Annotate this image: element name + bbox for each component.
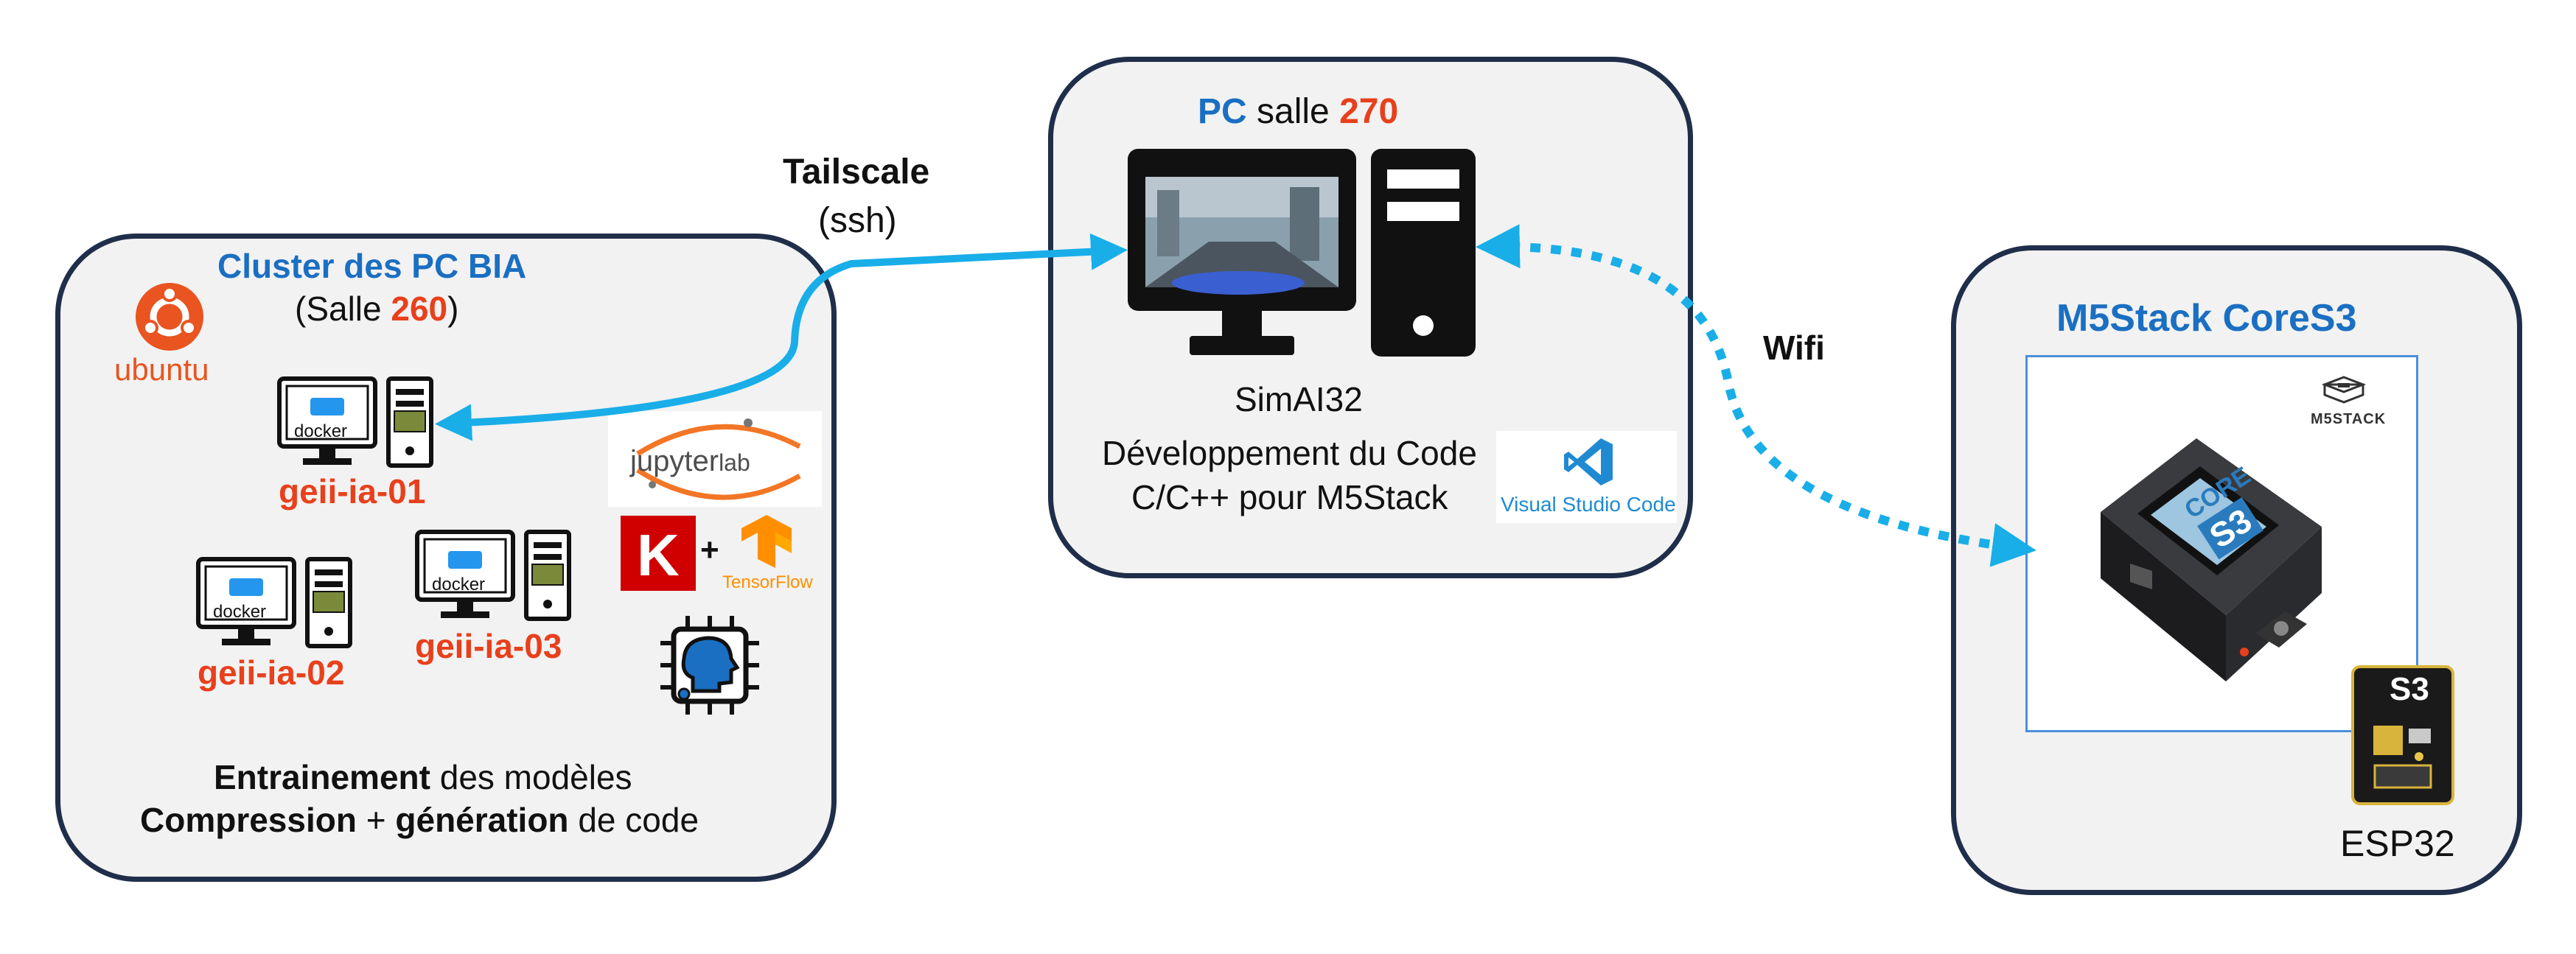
monitor-icon xyxy=(277,376,433,468)
workstation-01: docker xyxy=(276,376,439,471)
pc-title-salle: salle xyxy=(1246,92,1340,131)
docker-label: docker xyxy=(432,575,486,595)
caption-models: des modèles xyxy=(430,758,632,796)
ai-chip-brain-icon xyxy=(660,616,759,715)
desktop-computer-icon xyxy=(1128,149,1476,357)
tensorflow-icon xyxy=(741,515,792,568)
caption-compression: Compression xyxy=(140,801,357,839)
host-geii-ia-02: geii-ia-02 xyxy=(198,653,345,692)
host-geii-ia-03: geii-ia-03 xyxy=(415,627,562,665)
tensorflow-logo: TensorFlow xyxy=(721,512,813,593)
caption-training: Entrainement xyxy=(214,758,430,796)
jupyter-label: jupyterlab xyxy=(630,445,750,478)
caption-plus: + xyxy=(356,801,396,839)
docker-label: docker xyxy=(294,421,348,441)
device-title: M5Stack CoreS3 xyxy=(2056,297,2357,340)
workstation-02: docker xyxy=(195,556,357,652)
cluster-caption-line1: Entrainement des modèles xyxy=(214,757,632,797)
wifi-label: Wifi xyxy=(1753,328,1835,368)
pc-title: PC salle 270 xyxy=(1198,91,1398,132)
plus-sign: + xyxy=(700,532,719,568)
software-name: SimAI32 xyxy=(1235,380,1363,418)
ubuntu-logo-icon xyxy=(136,283,203,351)
jupyter-label-main: jupyter xyxy=(630,445,719,477)
keras-letter: K xyxy=(637,522,680,588)
cluster-caption-line2: Compression + génération de code xyxy=(140,800,699,840)
cluster-room-prefix: (Salle xyxy=(295,290,391,328)
stamp-label: S3 xyxy=(2390,671,2429,707)
tailscale-link xyxy=(435,233,1128,441)
pc-desc-line1: Développement du Code xyxy=(1102,434,1477,472)
tensorflow-label: TensorFlow xyxy=(722,572,813,592)
m5stamp-s3-module: S3 xyxy=(2351,665,2454,805)
caption-code: de code xyxy=(568,801,699,839)
pc-desc-line2: C/C++ pour M5Stack xyxy=(1131,478,1448,516)
ubuntu-label: ubuntu xyxy=(114,352,209,387)
tailscale-sub-label: (ssh) xyxy=(818,201,897,240)
host-geii-ia-01: geii-ia-01 xyxy=(279,472,426,511)
m5stack-brand-icon xyxy=(2321,376,2367,404)
chip-label: ESP32 xyxy=(2340,823,2455,864)
wifi-link xyxy=(1476,224,2036,567)
pc-title-room: 270 xyxy=(1339,92,1399,131)
keras-logo: K xyxy=(621,516,696,591)
m5stack-brand-label: M5STACK xyxy=(2311,411,2387,427)
stamp-chip-icon xyxy=(2373,726,2432,789)
monitor-icon xyxy=(196,557,352,648)
docker-label: docker xyxy=(213,602,267,622)
pc-title-pc: PC xyxy=(1198,92,1247,131)
caption-generation: génération xyxy=(395,801,569,839)
jupyter-label-lab: lab xyxy=(719,449,750,476)
workstation-03: docker xyxy=(414,529,576,625)
monitor-icon xyxy=(415,530,571,621)
tailscale-label: Tailscale xyxy=(783,152,930,192)
